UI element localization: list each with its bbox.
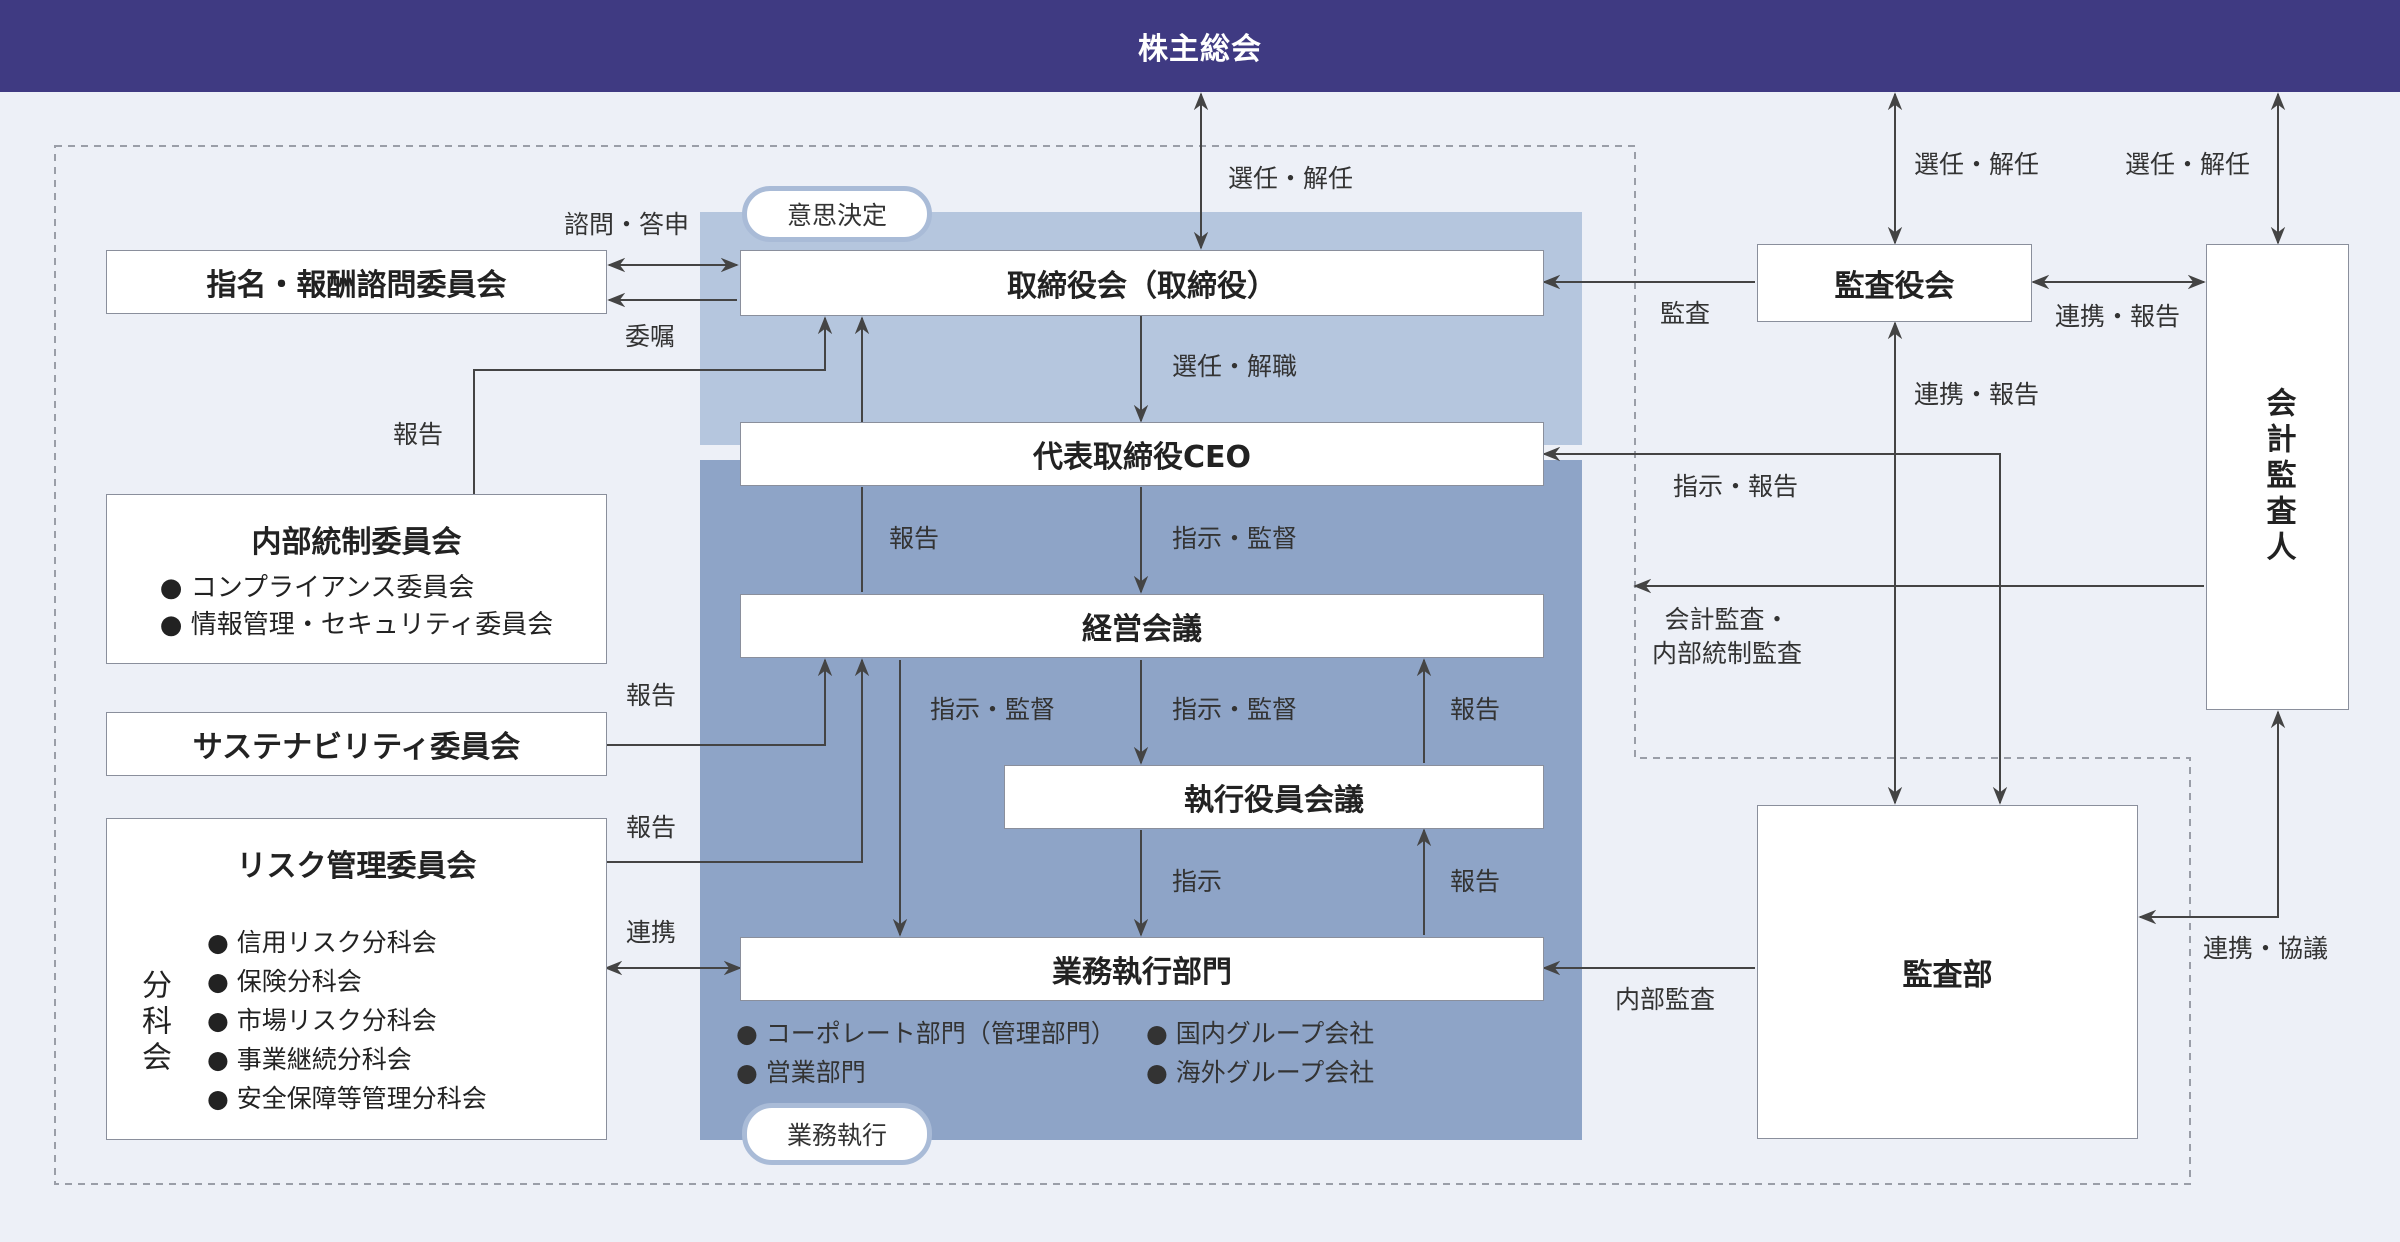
internal-control-item: ● 情報管理・セキュリティ委員会 (159, 610, 554, 640)
label-ic-report: 報告 (393, 420, 444, 449)
edge-risk-report (606, 658, 870, 863)
label-internal-audit: 内部監査 (1615, 985, 1716, 1014)
label-acc-audit: 会計監査・ 内部統制監査 (1652, 605, 1803, 668)
label-dept-auditor: 連携・協議 (2203, 934, 2329, 963)
internal-control-title: 内部統制委員会 (251, 525, 462, 560)
internal-control-committee: 内部統制委員会 ● コンプライアンス委員会 ● 情報管理・セキュリティ委員会 (106, 494, 607, 664)
edge-ic-report (473, 316, 833, 494)
label-ceo-mgmt: 指示・監督 (1172, 524, 1298, 553)
label-ceo-dept: 指示・報告 (1673, 472, 1799, 501)
label-sus-report: 報告 (626, 681, 677, 710)
business-execution: 業務執行部門 (740, 937, 1544, 1001)
board-of-directors: 取締役会（取締役） (740, 250, 1544, 316)
subcommittee-label: 分科会 (136, 969, 171, 1077)
label-kansa-auditor: 連携・報告 (2055, 302, 2181, 331)
audit-board: 監査役会 (1757, 244, 2032, 322)
label-biz-exec-report: 報告 (1450, 867, 1501, 896)
label-delegate: 委嘱 (625, 322, 676, 351)
label-audit: 監査 (1660, 299, 1711, 328)
subcommittee-item: ● 事業継続分科会 (207, 1045, 412, 1074)
decision-pill: 意思決定 (742, 186, 932, 242)
accounting-auditor: 会計監査人 (2206, 244, 2349, 710)
subcommittee-item: ● 安全保障等管理分科会 (207, 1084, 487, 1113)
label-kansa-dept: 連携・報告 (1914, 380, 2040, 409)
risk-committee-title: リスク管理委員会 (236, 849, 477, 884)
label-mgmt-biz: 指示・監督 (930, 695, 1056, 724)
internal-control-items: ● コンプライアンス委員会 ● 情報管理・セキュリティ委員会 (160, 567, 553, 641)
internal-audit-dept: 監査部 (1757, 805, 2138, 1139)
label-sh-auditor: 選任・解任 (2125, 150, 2251, 179)
subcommittee-item: ● 市場リスク分科会 (207, 1006, 437, 1035)
label-exec-biz: 指示 (1172, 867, 1223, 896)
edge-ceo-dept (1542, 446, 2008, 805)
label-sh-kansa: 選任・解任 (1914, 150, 2040, 179)
ceo-box: 代表取締役CEO (740, 422, 1544, 486)
business-unit-sales: ● 営業部門 (736, 1058, 866, 1087)
label-board-ceo: 選任・解職 (1172, 352, 1298, 381)
edge-sus-report (606, 658, 833, 746)
label-mgmt-exec: 指示・監督 (1172, 695, 1298, 724)
sustainability-committee: サステナビリティ委員会 (106, 712, 607, 776)
business-unit-domestic: ● 国内グループ会社 (1146, 1019, 1375, 1048)
risk-committee: リスク管理委員会 分科会 ● 信用リスク分科会 ● 保険分科会 ● 市場リスク分… (106, 818, 607, 1140)
label-risk-report: 報告 (626, 813, 677, 842)
executive-officers-meeting: 執行役員会議 (1004, 765, 1544, 829)
label-risk-link: 連携 (626, 918, 677, 947)
label-ceo-report: 報告 (889, 524, 940, 553)
execution-pill: 業務執行 (742, 1103, 932, 1165)
label-sh-board: 選任・解任 (1228, 164, 1354, 193)
shareholders-meeting: 株主総会 (0, 0, 2400, 92)
label-consult: 諮問・答申 (564, 210, 690, 239)
nomination-committee: 指名・報酬諮問委員会 (106, 250, 607, 314)
management-meeting: 経営会議 (740, 594, 1544, 658)
edge-dept-auditor (2138, 710, 2286, 925)
business-unit-corporate: ● コーポレート部門（管理部門） (736, 1019, 1116, 1048)
label-exec-mgmt-report: 報告 (1450, 695, 1501, 724)
internal-control-item: ● コンプライアンス委員会 (159, 573, 475, 603)
business-unit-overseas: ● 海外グループ会社 (1146, 1058, 1375, 1087)
subcommittee-item: ● 信用リスク分科会 (207, 928, 437, 957)
subcommittee-item: ● 保険分科会 (207, 967, 362, 996)
subcommittee-list: ● 信用リスク分科会 ● 保険分科会 ● 市場リスク分科会 ● 事業継続分科会 … (207, 923, 487, 1118)
